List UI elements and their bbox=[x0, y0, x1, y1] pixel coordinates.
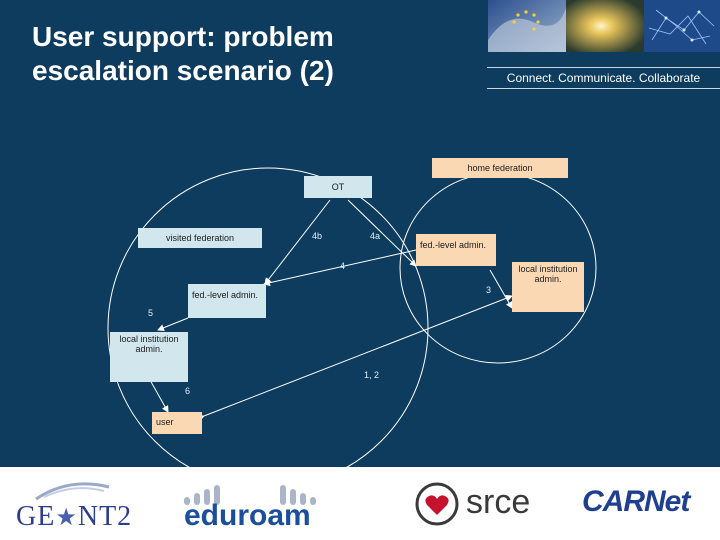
eduroam-wordmark: eduroam bbox=[184, 499, 311, 532]
local-admin-left-line1: local institution bbox=[119, 334, 179, 344]
home-federation-box: home federation bbox=[432, 158, 568, 178]
step-label-6: 6 bbox=[185, 386, 191, 396]
geant-text-2: NT2 bbox=[77, 501, 133, 532]
fed-admin-left-label: fed.-level admin. bbox=[192, 290, 259, 300]
geant-star-icon: ★ bbox=[55, 505, 78, 531]
geant2-swoosh-icon bbox=[35, 482, 110, 501]
eu-flag-photo bbox=[488, 0, 566, 52]
local-admin-right-box: local institution admin. bbox=[512, 262, 584, 312]
fed-admin-right-box: fed.-level admin. bbox=[416, 234, 496, 266]
title-line-1: User support: problem bbox=[32, 21, 334, 52]
local-admin-left-line2: admin. bbox=[135, 344, 163, 354]
footer-logo-bar: GE★NT2 eduroam srce CARNet bbox=[0, 467, 720, 540]
fed-admin-left-box: fed.-level admin. bbox=[188, 284, 266, 318]
title-line-2: escalation scenario (2) bbox=[32, 55, 334, 86]
step-label-3: 3 bbox=[486, 285, 492, 295]
local-admin-left-box: local institution admin. bbox=[110, 332, 188, 382]
geant2-logo: GE★NT2 bbox=[14, 477, 144, 533]
home-federation-label: home federation bbox=[467, 163, 533, 173]
step-label-4: 4 bbox=[340, 261, 346, 271]
local-admin-right-line2: admin. bbox=[534, 274, 562, 284]
arrow-4a bbox=[347, 199, 417, 267]
ot-box: OT bbox=[304, 176, 372, 198]
step-label-4a: 4a bbox=[370, 231, 381, 241]
step-label-5: 5 bbox=[148, 308, 154, 318]
user-box: user bbox=[152, 412, 202, 434]
slide-title: User support: problem escalation scenari… bbox=[32, 20, 412, 88]
tagline: Connect. Communicate. Collaborate bbox=[487, 67, 720, 89]
geant-text-1: GE bbox=[16, 501, 56, 532]
srce-heart-icon bbox=[415, 482, 459, 526]
eduroam-logo: eduroam bbox=[180, 481, 320, 535]
srce-wordmark: srce bbox=[466, 483, 531, 521]
step-label-1-2: 1, 2 bbox=[364, 370, 380, 380]
visited-federation-label: visited federation bbox=[165, 233, 235, 243]
step-label-4b: 4b bbox=[312, 231, 323, 241]
visited-federation-box: visited federation bbox=[138, 228, 262, 248]
arrow-1-2 bbox=[197, 294, 513, 422]
arrow-4b bbox=[264, 199, 331, 285]
eduroam-signal-icon bbox=[184, 485, 316, 505]
arrow-3 bbox=[489, 269, 513, 309]
ot-label: OT bbox=[331, 182, 345, 192]
arrow-5 bbox=[157, 317, 189, 332]
user-label: user bbox=[156, 417, 174, 427]
arrow-4 bbox=[263, 249, 417, 287]
escalation-diagram bbox=[107, 167, 597, 467]
carnet-logo: CARNet bbox=[582, 485, 690, 518]
network-map-photo bbox=[644, 0, 720, 52]
lightbulb-photo bbox=[566, 0, 644, 52]
local-admin-right-line1: local institution bbox=[518, 264, 578, 274]
srce-logo: srce bbox=[414, 481, 564, 527]
fed-admin-right-label: fed.-level admin. bbox=[420, 240, 487, 250]
header-photo-strip bbox=[488, 0, 720, 52]
arrow-6 bbox=[149, 379, 169, 413]
